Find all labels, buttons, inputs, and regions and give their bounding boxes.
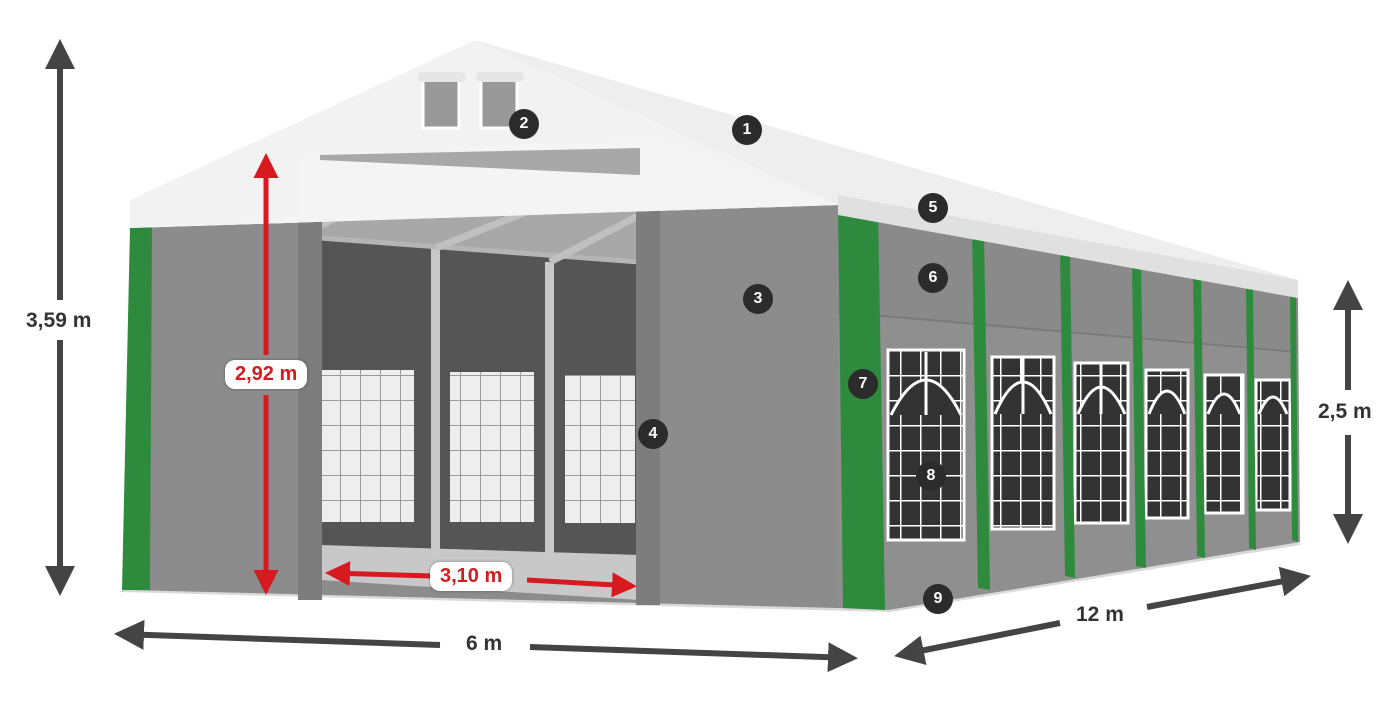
length-label: 12 m [1070, 601, 1130, 629]
entrance-interior [319, 146, 642, 600]
entrance-width-label: 3,10 m [430, 562, 513, 591]
side-green-straps [838, 205, 1298, 610]
side-window [1144, 368, 1190, 520]
marker-5-roof-edge: 5 [918, 193, 948, 223]
side-window [1254, 378, 1292, 512]
side-window [990, 355, 1056, 531]
marker-7-green-strap: 7 [848, 369, 878, 399]
entrance-width-arrow [325, 561, 433, 587]
marker-6-side-panel: 6 [918, 263, 948, 293]
side-height-label: 2,5 m [1312, 398, 1378, 426]
marker-3-gable-wall: 3 [743, 284, 773, 314]
side-windows [886, 348, 1292, 542]
dimension-lines [45, 39, 1363, 673]
side-window [886, 348, 966, 542]
width-arrow [114, 619, 441, 650]
marker-4-fastener: 4 [638, 419, 668, 449]
width-label: 6 m [460, 630, 509, 658]
marker-1-roof: 1 [732, 115, 762, 145]
marker-9-skirt: 9 [923, 584, 953, 614]
marker-2-ventilation: 2 [509, 109, 539, 139]
total-height-label: 3,59 m [20, 307, 98, 335]
length-arrow [894, 620, 1061, 666]
side-window [1073, 361, 1130, 525]
door-pillars [298, 137, 660, 605]
side-window [1203, 373, 1245, 515]
entrance-height-label: 2,92 m [225, 360, 308, 389]
roof [130, 40, 1298, 298]
marker-8-window: 8 [916, 461, 946, 491]
